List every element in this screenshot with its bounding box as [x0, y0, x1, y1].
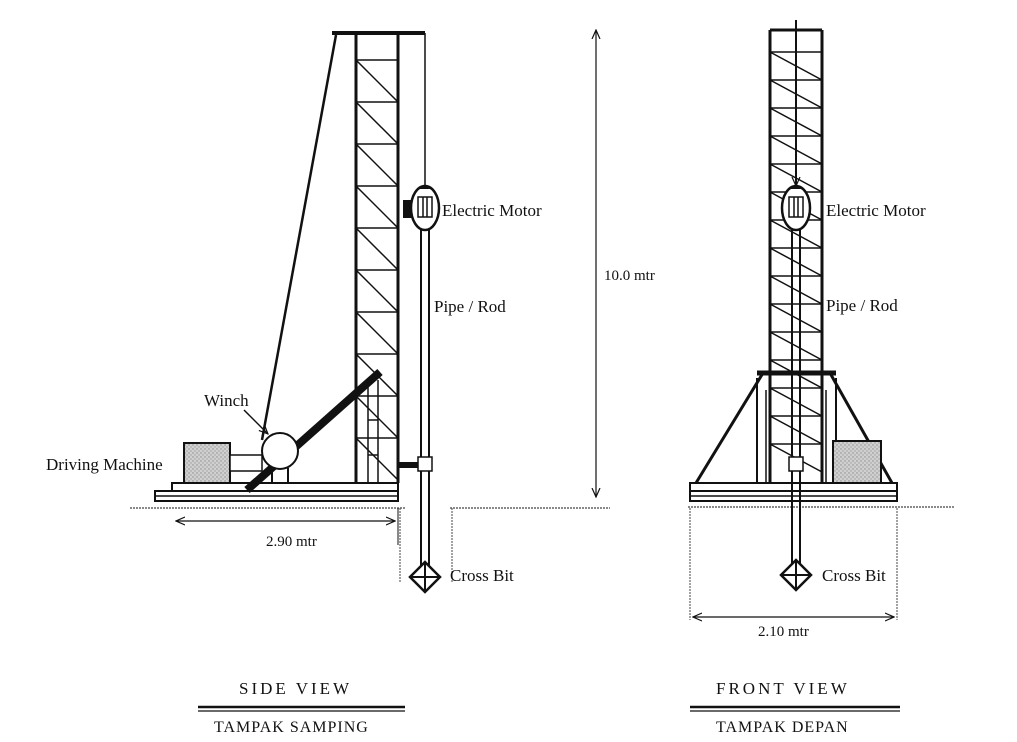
height-dimension: 10.0 mtr [596, 30, 664, 497]
side-electric-motor-label: Electric Motor [442, 201, 542, 220]
side-cross-bit [408, 560, 442, 594]
support-frame [367, 380, 379, 483]
front-pipe-rod-label: Pipe / Rod [826, 296, 898, 315]
driving-machine-label: Driving Machine [46, 455, 163, 474]
front-driving-machine [832, 440, 882, 484]
front-electric-motor [780, 184, 812, 232]
mast-diagonal-brace [769, 387, 823, 417]
inclined-support [244, 369, 383, 493]
side-electric-motor [403, 184, 441, 232]
mast-diagonal-brace [355, 395, 399, 439]
mast-diagonal-brace [355, 311, 399, 355]
mast-diagonal-brace [769, 219, 823, 249]
height-dimension-label: 10.0 mtr [604, 268, 655, 284]
mast-diagonal-brace [355, 437, 399, 481]
front-pipe-rod [788, 230, 804, 572]
mast-diagonal-brace [355, 227, 399, 271]
side-pipe-rod-label: Pipe / Rod [434, 297, 506, 316]
mast-diagonal-brace [355, 269, 399, 313]
front-view-title: FRONT VIEW [716, 679, 850, 698]
mast-diagonal-brace [769, 303, 823, 333]
guy-line [260, 34, 338, 441]
front-view-subtitle: TAMPAK DEPAN [716, 719, 849, 736]
side-view-subtitle: TAMPAK SAMPING [214, 719, 369, 736]
front-cross-bit-label: Cross Bit [822, 566, 886, 585]
front-view: Electric Motor Pipe / Rod Cross Bit 2.10… [688, 20, 955, 736]
driving-machine [183, 442, 263, 484]
mast-diagonal-brace [355, 59, 399, 103]
mast-diagonal-brace [355, 143, 399, 187]
winch-leader [243, 409, 268, 434]
side-pipe-rod [398, 230, 433, 575]
mast-diagonal-brace [355, 101, 399, 145]
front-electric-motor-label: Electric Motor [826, 201, 926, 220]
mast-diagonal-brace [769, 415, 823, 445]
mast-diagonal-brace [769, 247, 823, 277]
winch-drum [261, 432, 299, 483]
side-view: Winch Driving Machine Electric Motor Pip… [46, 31, 610, 736]
mast-diagonal-brace [355, 185, 399, 229]
side-view-title: SIDE VIEW [239, 679, 352, 698]
front-mast [768, 28, 824, 483]
mast-diagonal-brace [769, 275, 823, 305]
side-cross-bit-label: Cross Bit [450, 566, 514, 585]
front-cross-bit [779, 558, 813, 592]
winch-label: Winch [204, 391, 249, 410]
side-width-label: 2.90 mtr [266, 534, 317, 550]
front-base-skid [689, 482, 898, 502]
front-width-label: 2.10 mtr [758, 624, 809, 640]
mast-diagonal-brace [769, 331, 823, 361]
side-base-skid [154, 482, 399, 502]
